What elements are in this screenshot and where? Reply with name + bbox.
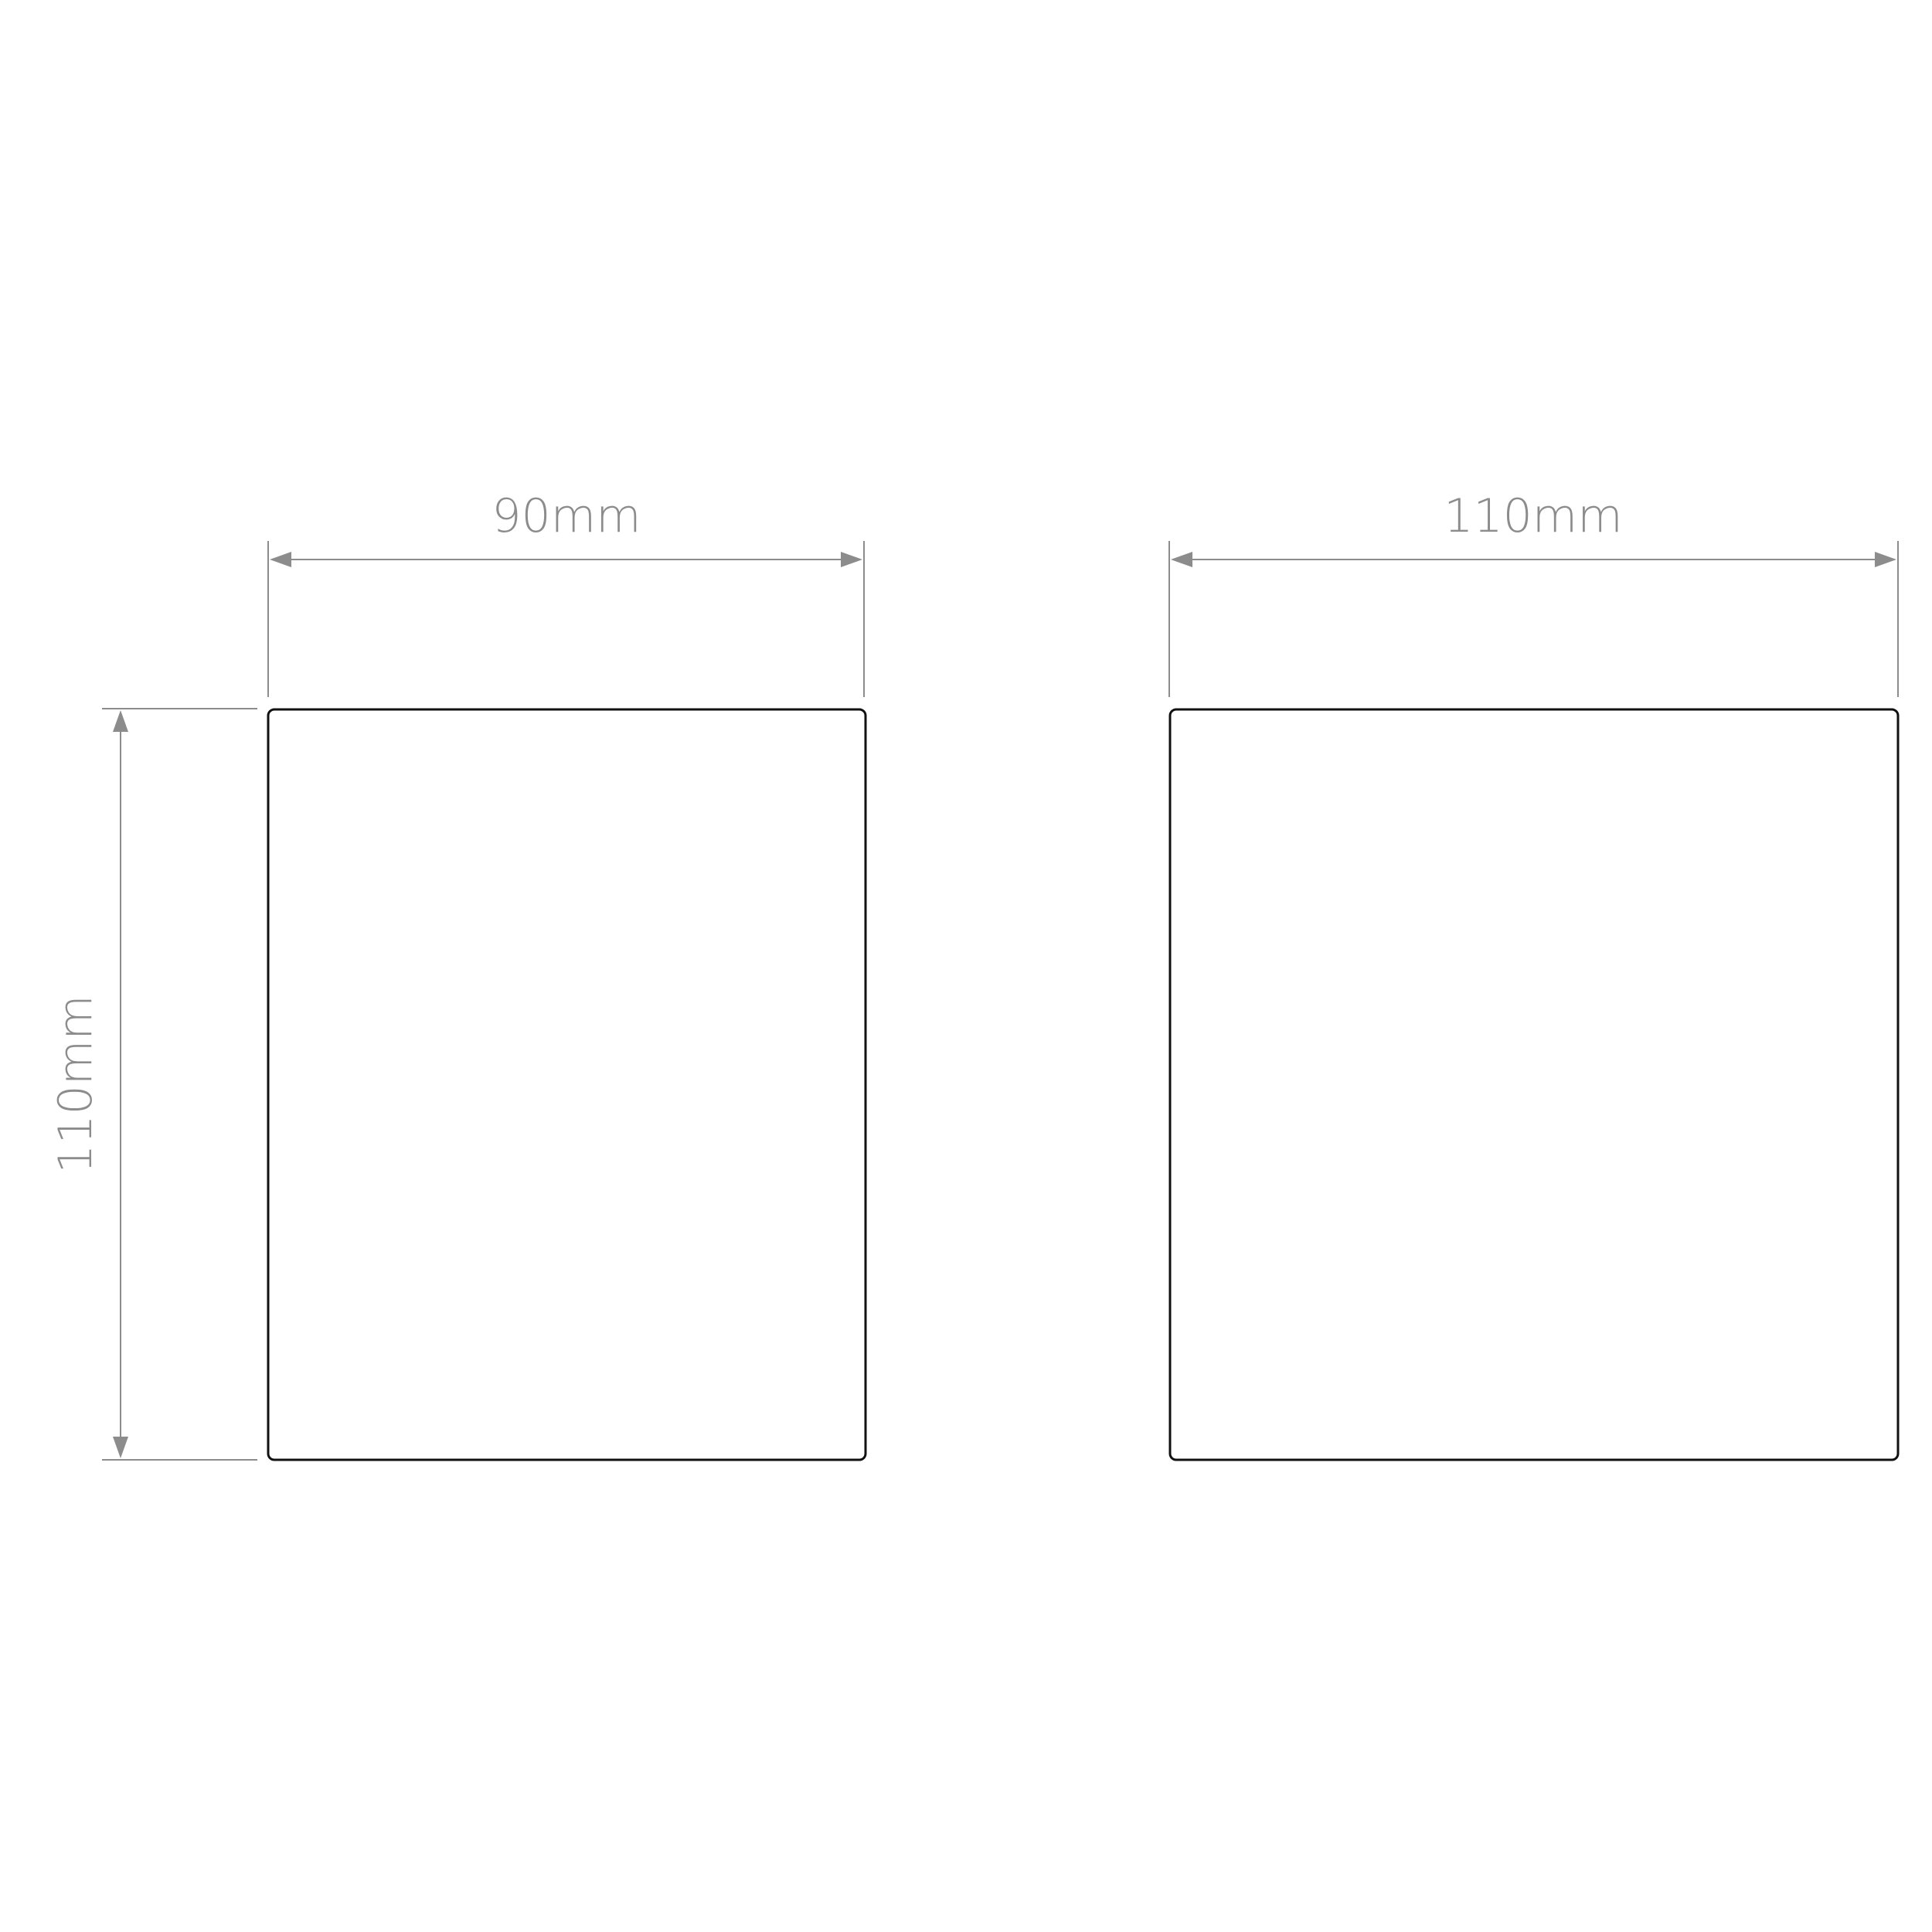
front-width-label: 90mm [492, 489, 641, 543]
front-width-dimension: 90mm [267, 489, 865, 697]
front-height-label: 110mm [49, 995, 103, 1173]
side-width-arrow-left [1171, 552, 1192, 567]
front-width-arrow-right [841, 552, 862, 567]
side-view: 110mm [1168, 489, 1900, 1461]
front-height-arrow-top [113, 710, 128, 732]
side-width-arrow-right [1875, 552, 1896, 567]
front-width-arrow-left [270, 552, 291, 567]
side-width-label: 110mm [1444, 489, 1622, 543]
side-width-dimension: 110mm [1168, 489, 1899, 697]
front-view-outline [267, 708, 867, 1461]
front-height-arrow-bottom [113, 1437, 128, 1458]
side-view-outline [1168, 708, 1900, 1461]
front-view: 90mm 110mm [49, 489, 867, 1461]
front-height-dimension: 110mm [49, 708, 257, 1461]
